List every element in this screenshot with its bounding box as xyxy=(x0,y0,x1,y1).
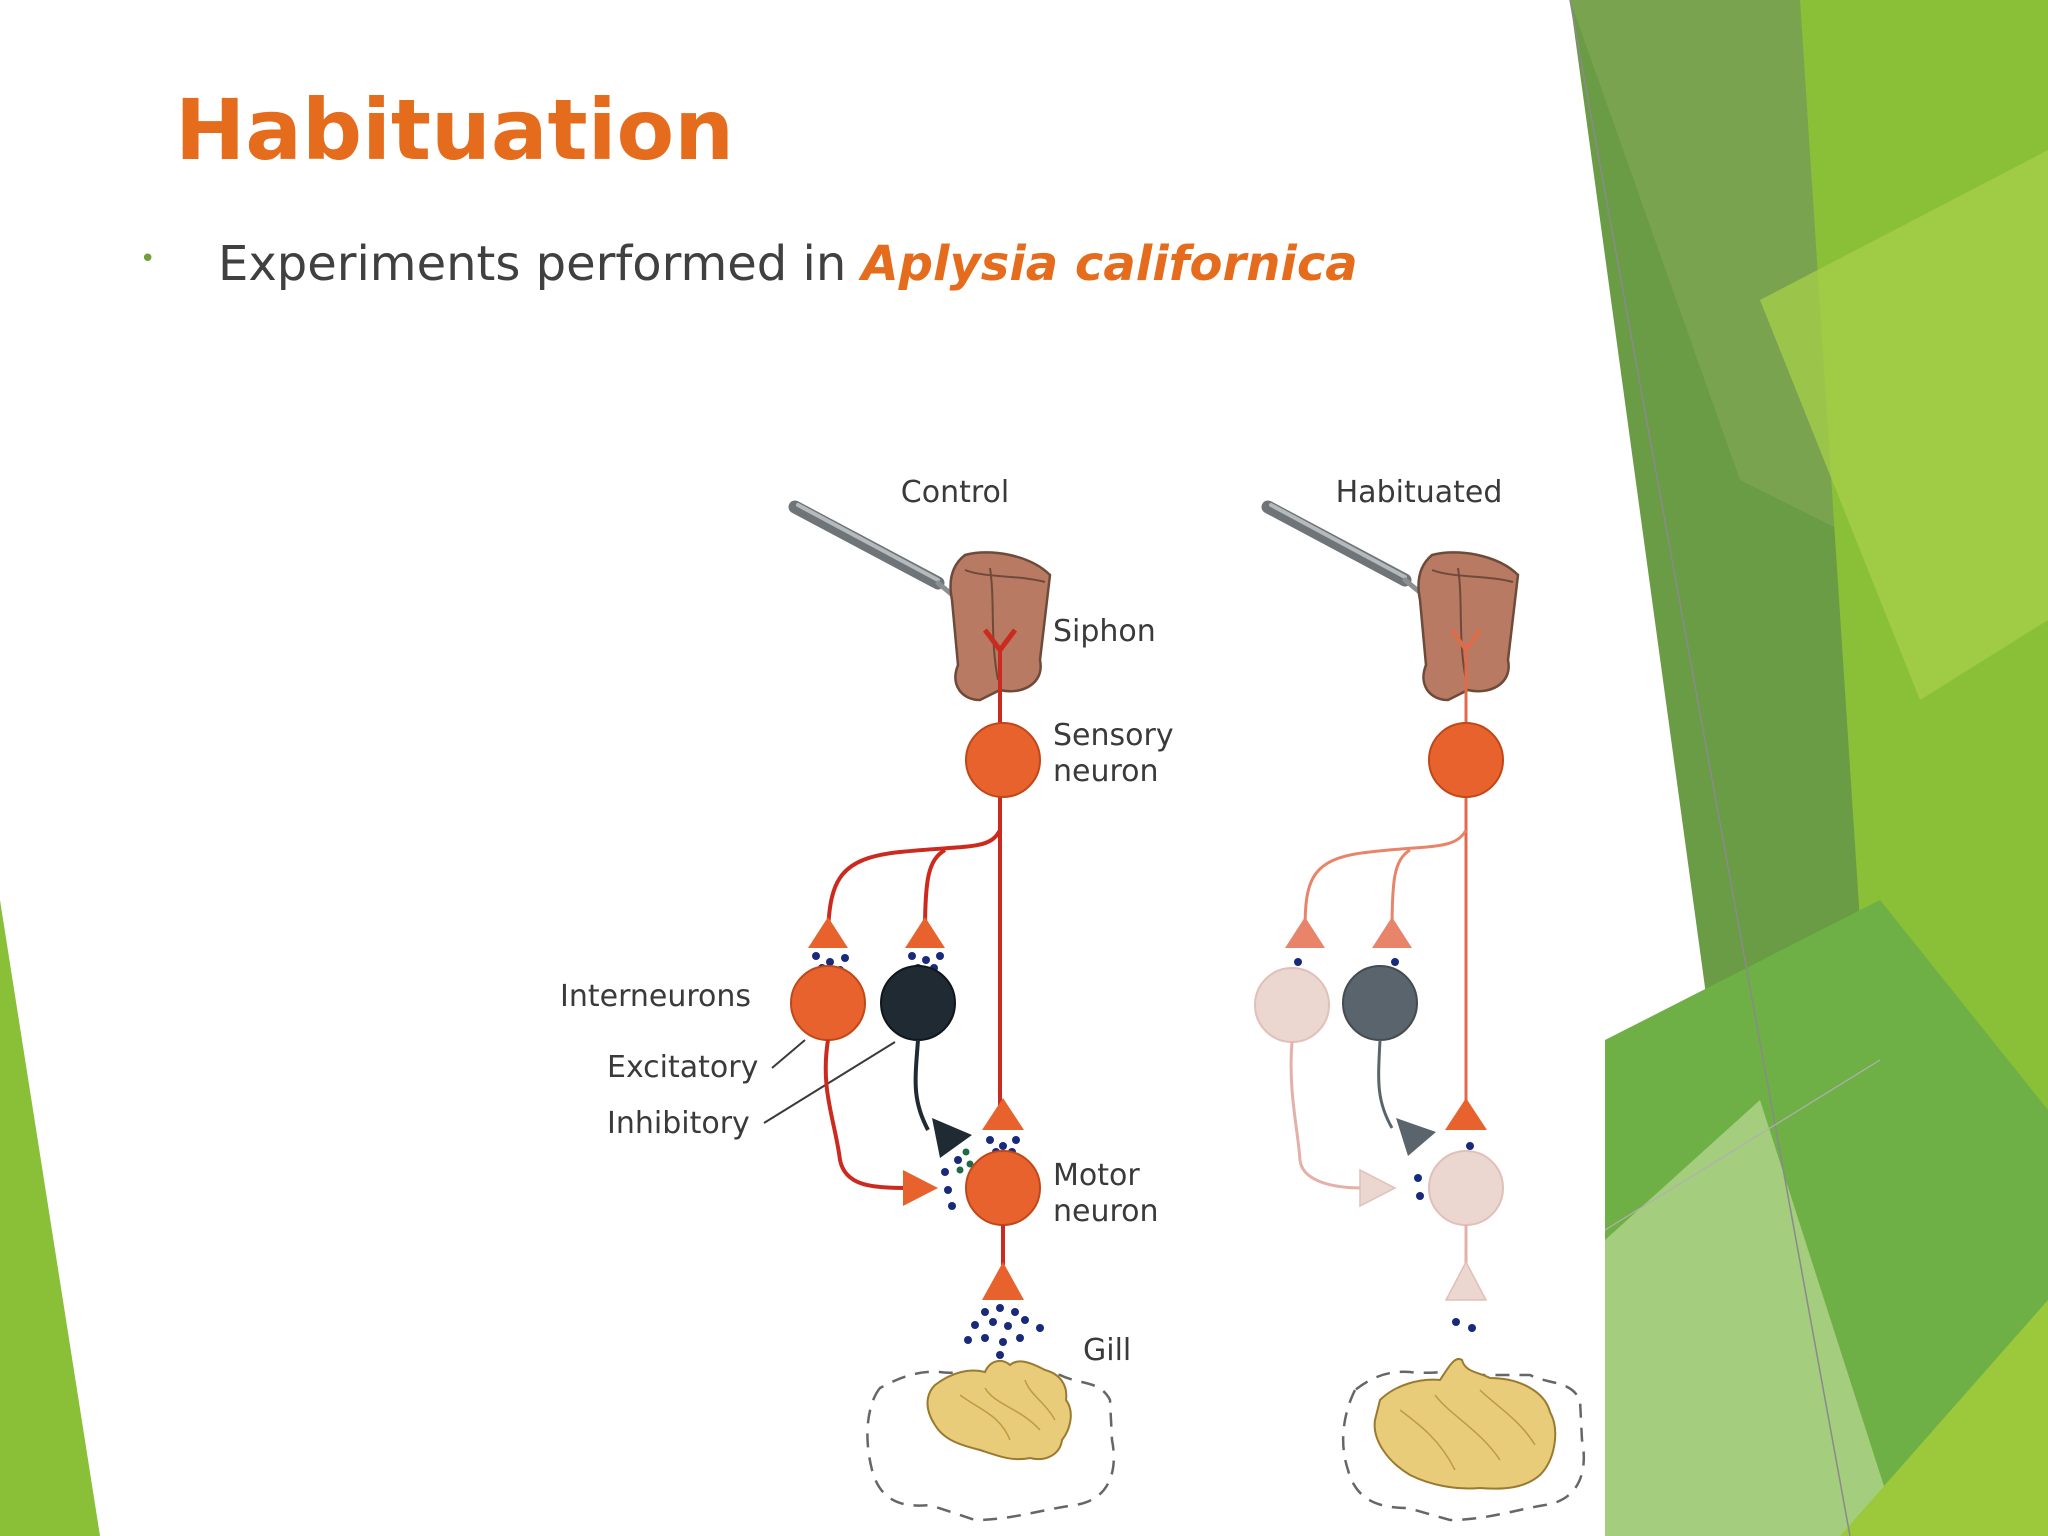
terminal-sensory-to-motor xyxy=(1445,1098,1487,1130)
inhibitory-interneuron xyxy=(1342,965,1418,1041)
bullet-marker: • xyxy=(140,244,156,274)
terminal-motor-to-gill xyxy=(1444,1260,1488,1301)
label-motor-line2: neuron xyxy=(1053,1194,1159,1229)
species-name: Aplysia californica xyxy=(861,236,1358,292)
terminal-sensory-to-motor xyxy=(982,1098,1024,1130)
label-interneurons: Interneurons xyxy=(560,979,751,1014)
inhibitory-axon xyxy=(1377,1039,1394,1129)
vesicles-interneurons xyxy=(1294,958,1399,966)
label-motor-line1: Motor xyxy=(1053,1158,1140,1193)
probe-icon xyxy=(1261,500,1425,597)
branch-to-excitatory xyxy=(1303,829,1468,933)
siphon-icon xyxy=(949,551,1052,702)
excitatory-interneuron xyxy=(1254,967,1330,1043)
motor-neuron xyxy=(1428,1150,1504,1226)
gill-icon xyxy=(866,1359,1116,1522)
bullet-prefix: Experiments performed in xyxy=(218,236,847,292)
label-gill: Gill xyxy=(1083,1333,1131,1368)
motor-neuron xyxy=(965,1150,1041,1226)
terminal-motor-to-gill xyxy=(982,1262,1024,1300)
panel-title-control: Control xyxy=(901,475,1009,510)
vesicles-inhibitory xyxy=(956,1148,974,1174)
terminal-inhibitory-input xyxy=(905,917,945,948)
terminal-excitatory-output xyxy=(1359,1168,1397,1208)
terminal-inhibitory-output xyxy=(932,1118,972,1158)
vesicles-gill xyxy=(964,1304,1044,1359)
habituated-panel: Habituated xyxy=(1254,475,1586,1522)
control-panel: Control Siphon Sensory neuron xyxy=(560,475,1174,1522)
label-inhibitory: Inhibitory xyxy=(607,1106,750,1141)
vesicles-gill xyxy=(1452,1318,1476,1332)
terminal-excitatory-output xyxy=(903,1170,938,1206)
label-sensory-line1: Sensory xyxy=(1053,718,1174,753)
label-siphon: Siphon xyxy=(1053,614,1156,649)
slide-title: Habituation xyxy=(175,81,735,179)
vesicles-motor xyxy=(941,1136,1020,1210)
terminal-excitatory-input xyxy=(1285,917,1325,948)
excitatory-axon xyxy=(823,1039,906,1190)
panel-title-habituated: Habituated xyxy=(1336,475,1503,510)
branch-to-excitatory xyxy=(826,829,1002,933)
pointer-excitatory xyxy=(771,1039,806,1069)
branch-to-inhibitory xyxy=(923,848,947,933)
branch-to-inhibitory xyxy=(1390,848,1411,933)
terminal-inhibitory-output xyxy=(1396,1118,1436,1156)
pointer-inhibitory xyxy=(763,1041,896,1124)
gill-icon xyxy=(1341,1357,1586,1522)
excitatory-interneuron xyxy=(790,965,866,1041)
label-excitatory: Excitatory xyxy=(607,1050,758,1085)
excitatory-axon xyxy=(1289,1041,1363,1190)
habituation-diagram: Control Siphon Sensory neuron xyxy=(560,475,1586,1522)
terminal-inhibitory-input xyxy=(1372,917,1412,948)
terminal-excitatory-input xyxy=(808,917,848,948)
siphon-icon xyxy=(1417,551,1520,702)
sensory-neuron xyxy=(1428,722,1504,798)
bullet-text: Experiments performed in Aplysia califor… xyxy=(218,236,1358,292)
vesicles-motor xyxy=(1414,1142,1474,1200)
probe-icon xyxy=(788,500,958,600)
inhibitory-interneuron xyxy=(880,965,956,1041)
sensory-neuron xyxy=(965,722,1041,798)
label-sensory-line2: neuron xyxy=(1053,754,1159,789)
inhibitory-axon xyxy=(913,1039,930,1131)
